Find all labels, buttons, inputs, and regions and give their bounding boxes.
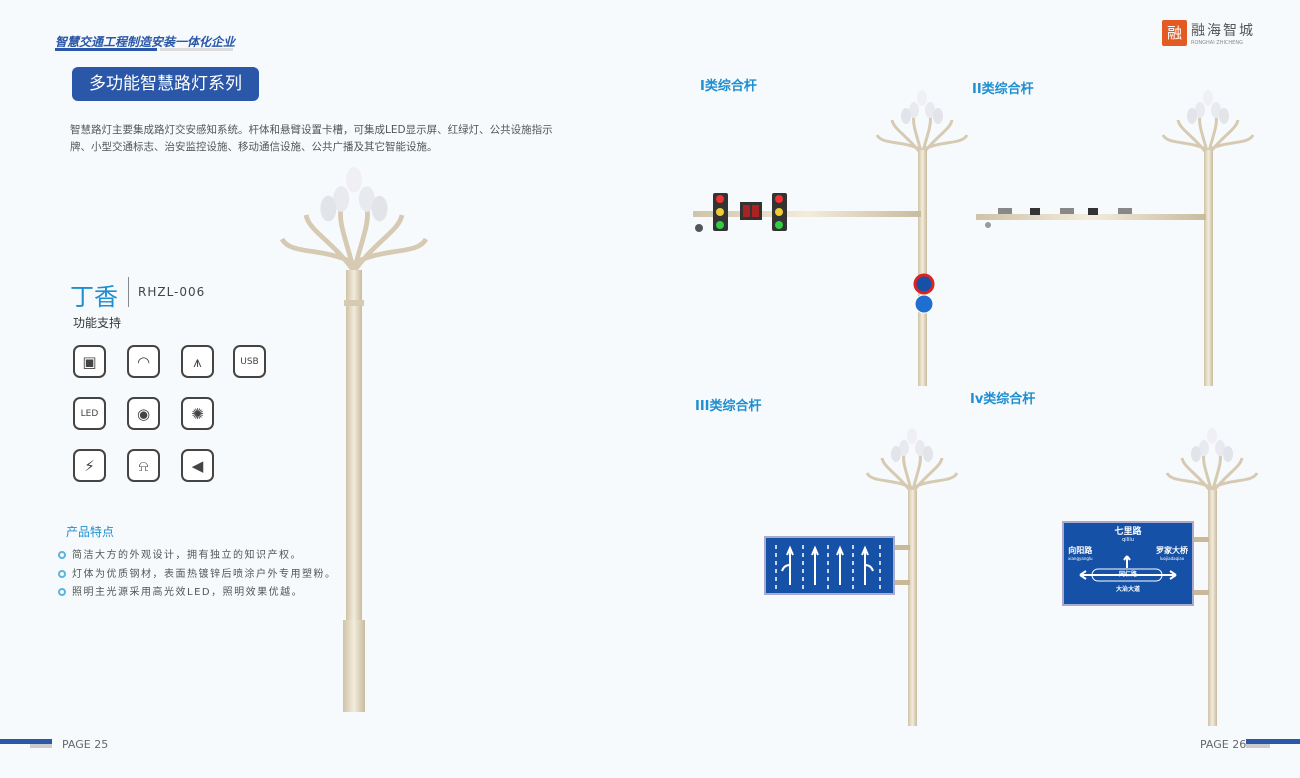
pole-type3-label: III类综合杆: [695, 399, 762, 414]
pole-type4-label: Iv类综合杆: [970, 392, 1036, 407]
main-lamp: [282, 167, 426, 712]
divider: [128, 277, 129, 307]
pole-type2-label: II类综合杆: [972, 82, 1034, 97]
camera-icon: ◉: [127, 397, 160, 430]
logo-mark: 融: [1162, 20, 1187, 46]
footer-bar: [1246, 739, 1300, 744]
feature-item: 灯体为优质钢材，表面热镀锌后喷涂户外专用塑粉。: [58, 565, 337, 580]
page-number-right: PAGE 26: [1200, 738, 1247, 751]
logo-name: 融海智城: [1191, 23, 1255, 39]
footer-bar: [0, 739, 52, 744]
series-title: 多功能智慧路灯系列: [72, 67, 259, 101]
divider: [160, 48, 233, 51]
display-icon: ▣: [73, 345, 106, 378]
pole-type1-label: I类综合杆: [700, 79, 757, 94]
alarm-icon: ⍾: [127, 449, 160, 482]
logo: 融 融海智城 RONGHAI ZHICHENG: [1162, 20, 1255, 46]
pole-type4: [1062, 426, 1259, 726]
speaker-icon: ◀: [181, 449, 214, 482]
page-number-left: PAGE 25: [62, 738, 109, 751]
pole-type2: [976, 88, 1255, 386]
footer-bar: [1246, 744, 1270, 748]
features-title: 产品特点: [66, 525, 115, 539]
light-icon: ✺: [181, 397, 214, 430]
charging-icon: ⚡: [73, 449, 106, 482]
product-code: RHZL-006: [138, 285, 206, 299]
feature-item: 照明主光源采用高光效LED，照明效果优越。: [58, 583, 303, 598]
footer-bar: [30, 744, 52, 748]
divider: [55, 48, 157, 51]
wifi-icon: ◠: [127, 345, 160, 378]
product-name: 丁香: [70, 283, 118, 311]
usb-icon: USB: [233, 345, 266, 378]
intro-text: 智慧路灯主要集成路灯交安感知系统。杆体和悬臂设置卡槽，可集成LED显示屏、红绿灯…: [70, 124, 553, 153]
feature-item: 简洁大方的外观设计，拥有独立的知识产权。: [58, 546, 302, 561]
slogan: 智慧交通工程制造安装一体化企业: [55, 35, 236, 49]
pole-type1: [693, 88, 969, 386]
led-icon: LED: [73, 397, 106, 430]
antenna-icon: ⩚: [181, 345, 214, 378]
pole-type3: [764, 426, 959, 726]
logo-en: RONGHAI ZHICHENG: [1191, 40, 1243, 46]
functions-label: 功能支持: [73, 316, 122, 330]
